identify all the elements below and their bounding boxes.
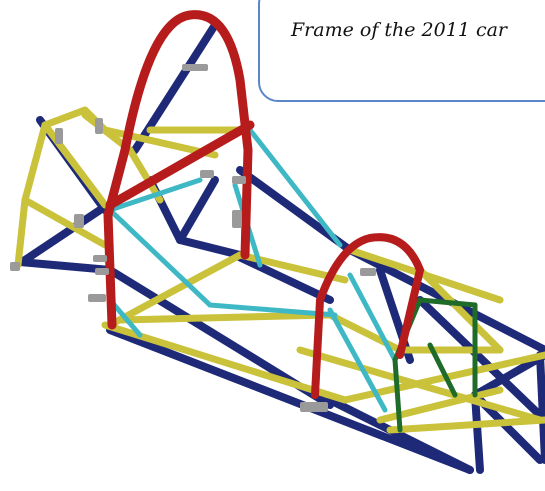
main-hoop-brace: [105, 120, 255, 210]
mounting-brackets: [10, 64, 376, 412]
roll-hoops: [103, 10, 425, 399]
caption-text: Frame of the 2011 car: [291, 19, 508, 41]
caption-box: Frame of the 2011 car: [258, 0, 545, 102]
bracing-tubes: [16, 21, 545, 474]
diagonal-tubes: [107, 127, 398, 413]
main-roll-hoop: [103, 10, 253, 330]
front-roll-hoop: [311, 233, 425, 399]
